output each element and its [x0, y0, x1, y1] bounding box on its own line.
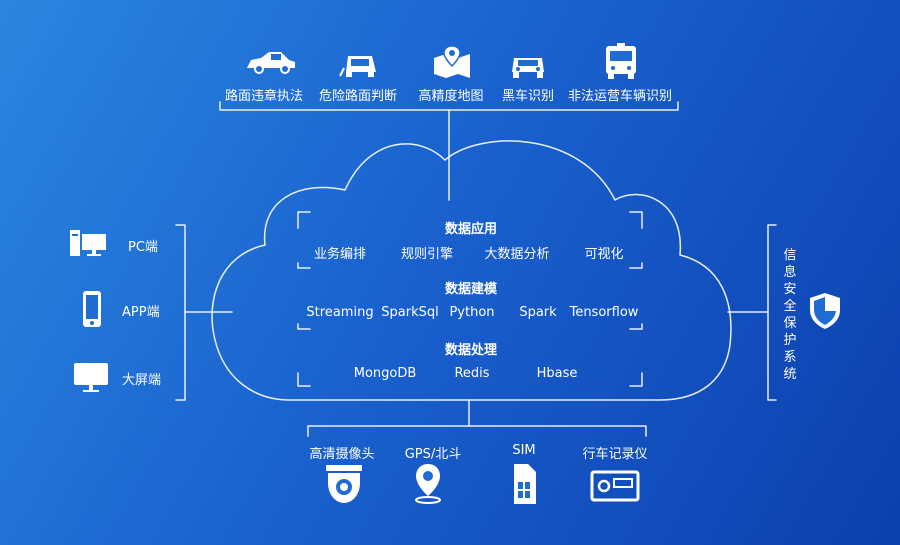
layer-title-processing: 数据处理	[444, 343, 498, 358]
location-pin-icon	[415, 464, 441, 504]
layer-item: Tensorflow	[569, 305, 639, 320]
device-label-dashcam: 行车记录仪	[582, 447, 648, 462]
client-label-bigscreen: 大屏端	[122, 373, 162, 388]
layer-item: Python	[449, 305, 495, 320]
sim-card-icon	[514, 464, 536, 504]
smartphone-icon	[83, 291, 101, 327]
device-label-gps: GPS/北斗	[404, 447, 462, 462]
device-label-sim: SIM	[512, 443, 536, 458]
dashcam-icon	[590, 470, 640, 502]
layer-item: MongoDB	[353, 366, 417, 381]
dome-camera-icon	[326, 465, 362, 503]
layer-item: 大数据分析	[484, 247, 550, 262]
bottom-bracket	[307, 425, 647, 437]
client-label-app: APP端	[122, 305, 160, 320]
top-app-label-1: 危险路面判断	[318, 89, 398, 104]
layer-item: Hbase	[536, 366, 578, 381]
device-label-camera: 高清摄像头	[309, 447, 375, 462]
map-pin-icon	[434, 45, 470, 78]
cloud-outline	[211, 140, 732, 401]
layer-title-application: 数据应用	[444, 222, 498, 237]
monitor-icon	[74, 363, 108, 392]
layer-item: 规则引擎	[400, 247, 454, 262]
layer-item: SparkSql	[381, 305, 439, 320]
top-app-label-2: 高精度地图	[418, 89, 484, 104]
top-app-label-0: 路面违章执法	[224, 89, 304, 104]
layer-title-modeling: 数据建模	[444, 282, 498, 297]
car-side-icon	[247, 52, 295, 74]
layer-item: Streaming	[306, 305, 374, 320]
top-app-label-4: 非法运营车辆识别	[567, 89, 673, 104]
top-app-label-3: 黑车识别	[501, 89, 555, 104]
bus-icon	[606, 43, 636, 79]
layer-item: Redis	[454, 366, 490, 381]
desktop-computer-icon	[70, 230, 106, 256]
car-hazard-icon	[339, 56, 376, 77]
right-bracket	[767, 224, 777, 401]
car-front-icon	[512, 58, 544, 78]
security-system-label: 信息安全保护系统	[783, 248, 797, 382]
left-bracket	[175, 224, 186, 401]
layer-item: 业务编排	[313, 247, 367, 262]
shield-icon	[810, 293, 840, 329]
layer-item: 可视化	[584, 247, 624, 262]
client-label-pc: PC端	[128, 240, 158, 255]
layer-item: Spark	[519, 305, 557, 320]
